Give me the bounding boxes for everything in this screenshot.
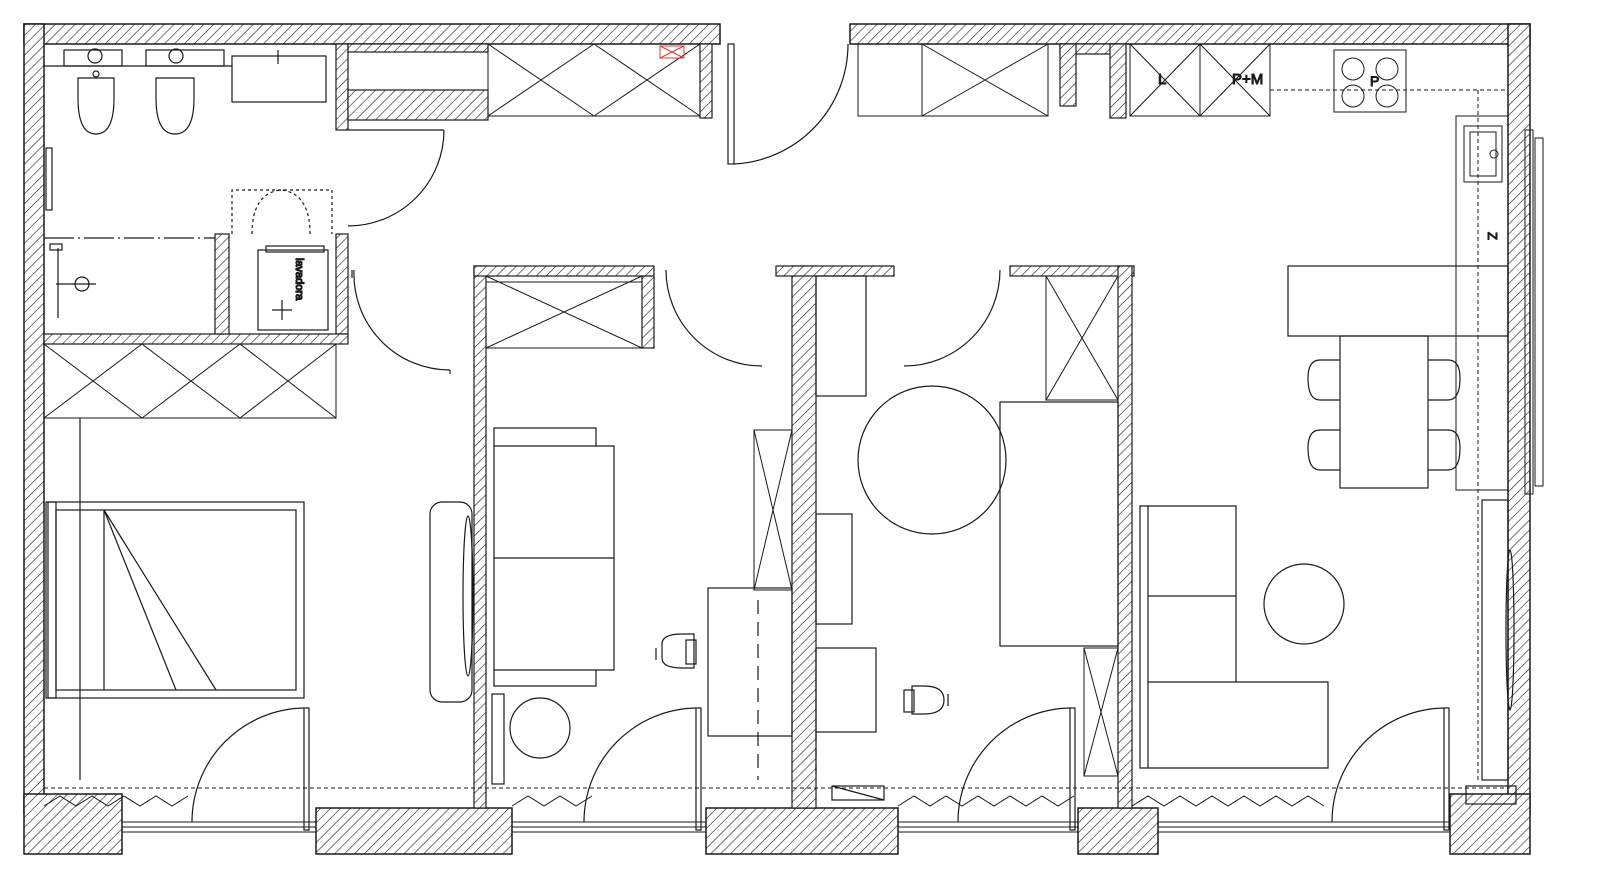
- entrance-door-leaf: [727, 43, 735, 165]
- desk-chair-room3: [911, 685, 945, 715]
- bed-headboard: [45, 501, 57, 699]
- panel-red: [659, 45, 685, 59]
- fridge-label: Z: [1485, 232, 1500, 240]
- wall-kitchen-stub-b: [1109, 43, 1127, 119]
- bed-room3: [999, 401, 1119, 647]
- closets: L P+M P Z: [43, 43, 1509, 780]
- bathroom: lavadora: [44, 48, 333, 331]
- exterior-walls: [23, 23, 1531, 855]
- wardrobe-room4-bottom: [1083, 647, 1119, 777]
- hob-label: P: [1370, 73, 1379, 89]
- windows: [121, 129, 1544, 833]
- chair-1: [1307, 359, 1340, 401]
- room2-door-swing: [665, 269, 763, 367]
- wall-room4-right: [1117, 265, 1133, 809]
- balcony-door-1-swing: [191, 707, 305, 823]
- wall-bottom-pier-1: [23, 793, 123, 855]
- balcony-door-2-swing: [583, 707, 697, 823]
- balcony-door-2-leaf: [695, 707, 702, 831]
- side-cabinet-living: [1481, 499, 1509, 781]
- wall-top-right: [849, 23, 1531, 45]
- desk-room3: [815, 647, 877, 733]
- wall-room2-left: [473, 265, 487, 809]
- bathroom-door-swing: [347, 129, 445, 227]
- room3-door-swing: [903, 269, 1001, 367]
- oven-micro-label: P+M: [1232, 71, 1263, 88]
- wardrobe-room2: [485, 275, 643, 349]
- desk-chair-room2: [661, 633, 695, 669]
- entrance-door-swing: [733, 43, 849, 165]
- wall-bottom-pier-5: [1449, 793, 1531, 855]
- wall-bottom-pier-4: [1077, 807, 1159, 855]
- towel-rail: [45, 147, 53, 211]
- round-rug-room3: [857, 385, 1007, 535]
- wall-room2-top: [473, 265, 655, 277]
- sofa-room2: [493, 427, 615, 687]
- cistern-2: [145, 49, 225, 67]
- wall-entry-closet: [347, 43, 489, 53]
- wardrobe-room3: [815, 275, 867, 397]
- wardrobe-room4-top: [1045, 275, 1119, 401]
- corner-sofa: [1139, 505, 1329, 769]
- radiator-living: [1465, 785, 1517, 805]
- shelf-room3: [753, 429, 793, 591]
- side-panel-room2: [429, 501, 473, 703]
- toilet: [77, 77, 115, 135]
- hob: [1333, 49, 1407, 113]
- coffee-table: [1263, 563, 1345, 645]
- dishwasher-label: L: [1158, 71, 1166, 88]
- balcony-door-4-swing: [1331, 707, 1445, 823]
- cistern-1: [63, 49, 123, 67]
- living-kitchen: [1139, 265, 1517, 805]
- wall-entry-closet-b: [347, 89, 489, 121]
- bedroom-door-swing: [353, 269, 451, 374]
- desk-room2: [707, 587, 793, 737]
- double-bed: [47, 501, 305, 699]
- kitchen-top-cabinet-1: [857, 43, 1049, 117]
- interior-walls: [43, 43, 1135, 809]
- room-3: [815, 275, 1119, 801]
- wall-top-left: [23, 23, 721, 45]
- window-right: [1524, 129, 1534, 495]
- wall-right: [1507, 23, 1531, 815]
- bedroom: [45, 418, 305, 780]
- wall-room2-closet-end: [641, 275, 655, 349]
- floor-lamp-room2: [491, 693, 505, 785]
- washing-machine: [257, 249, 329, 331]
- wall-bath-bottom: [43, 333, 349, 345]
- wall-bath-right: [335, 43, 349, 131]
- wall-left: [23, 23, 45, 815]
- cabinet-entry-top: [487, 43, 701, 117]
- dining-table: [1339, 335, 1429, 489]
- chair-2: [1307, 429, 1340, 471]
- round-table-room2: [509, 697, 571, 759]
- wall-bottom-pier-2: [315, 807, 513, 855]
- bidet: [155, 77, 195, 135]
- wardrobe-bedroom: [43, 343, 337, 419]
- balcony-door-1-leaf: [303, 707, 310, 831]
- doors: [191, 43, 1450, 831]
- wall-bath-mid: [335, 233, 349, 335]
- wall-room3-top: [775, 265, 895, 277]
- wall-laundry-left: [214, 233, 230, 335]
- wall-bottom-pier-3: [705, 807, 899, 855]
- wall-room4-top: [1009, 265, 1135, 277]
- kitchen-sink: [1463, 125, 1503, 183]
- radiator-room3: [831, 785, 885, 801]
- balcony-door-3-leaf: [1069, 707, 1076, 831]
- nightstand-room3: [815, 513, 853, 625]
- chair-3: [1428, 359, 1461, 401]
- wall-top-cabinet-end: [699, 43, 713, 119]
- balcony-line: [43, 787, 1508, 807]
- chair-4: [1428, 429, 1461, 471]
- washing-machine-label: lavadora: [293, 258, 305, 301]
- washbasin: [231, 55, 327, 103]
- kitchen-island: [1287, 265, 1509, 337]
- balcony-door-3-swing: [957, 707, 1071, 823]
- wall-kitchen-stub-c: [1059, 43, 1077, 107]
- room-2: [429, 427, 793, 785]
- balcony-door-4-leaf: [1443, 707, 1450, 831]
- wall-room3-left: [791, 265, 817, 809]
